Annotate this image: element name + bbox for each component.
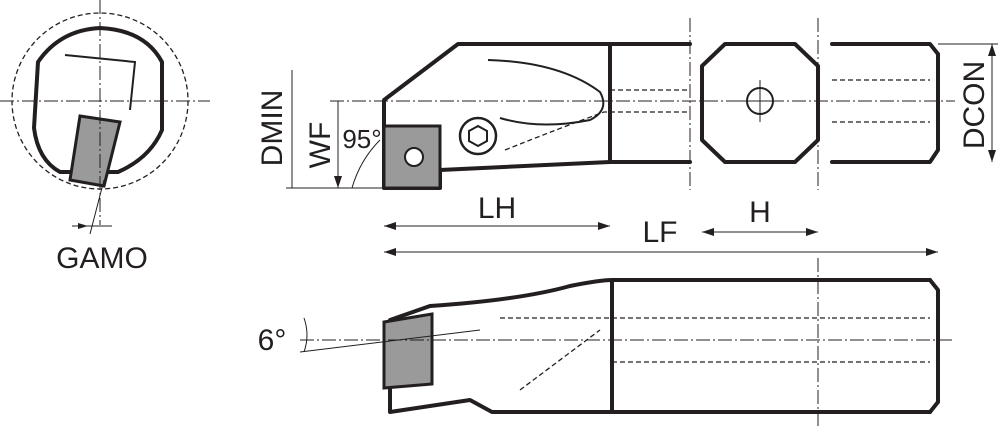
lf-label: LF — [642, 216, 677, 249]
angle-6-label: 6° — [258, 324, 287, 357]
lf-arrow-right — [926, 248, 938, 256]
dcon-arrow-bottom — [988, 150, 996, 162]
angle-95-label: 95° — [342, 124, 381, 154]
end-view: GAMO — [0, 0, 210, 275]
angle-6-reference — [299, 329, 481, 353]
coolant-channel-upper — [504, 111, 690, 151]
gamo-label: GAMO — [56, 242, 148, 275]
front-shank-end — [928, 278, 940, 414]
h-arrow-left — [702, 228, 714, 236]
front-insert — [382, 312, 434, 390]
insert-hole — [404, 147, 424, 167]
h-label: H — [749, 196, 771, 229]
end-view-body-line — [64, 54, 137, 111]
gamo-arrow — [78, 223, 88, 229]
dcon-arrow-top — [988, 44, 996, 56]
chip-pocket-curve — [487, 59, 605, 126]
gamo-reference-line — [89, 179, 105, 235]
lh-arrow-left — [384, 222, 396, 230]
lh-arrow-right — [598, 222, 610, 230]
angle-6-arc — [303, 317, 308, 353]
end-view-insert — [68, 114, 122, 188]
lh-label: LH — [478, 192, 516, 225]
shank-end-outline — [830, 42, 940, 164]
front-view: 6° — [258, 258, 955, 428]
dmin-label: DMIN — [256, 90, 289, 167]
end-view-shank-outline — [32, 26, 164, 174]
wf-arrow — [334, 176, 342, 188]
wf-label: WF — [304, 122, 337, 169]
shank-section-h — [700, 42, 820, 164]
hex-socket-icon — [468, 124, 488, 148]
front-coolant-branch — [500, 317, 612, 391]
dcon-label: DCON — [958, 61, 991, 149]
clamp-screw — [458, 116, 498, 156]
h-arrow-right — [806, 228, 818, 236]
side-view: DMIN WF 95° LH LF H DCON — [256, 18, 998, 256]
lf-arrow-left — [384, 248, 396, 256]
angle-95-arc — [351, 139, 381, 189]
